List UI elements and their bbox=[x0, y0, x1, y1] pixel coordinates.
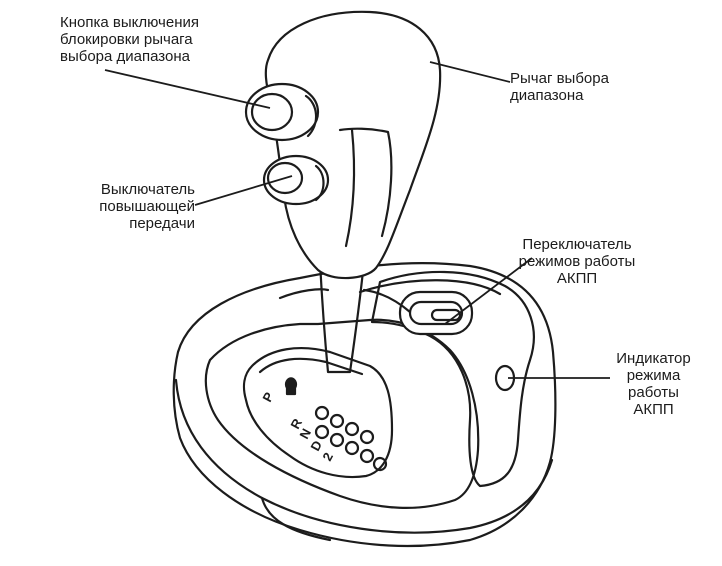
label-mode-indicator: Индикатор режима работы АКПП bbox=[616, 350, 691, 418]
lever-stem bbox=[318, 260, 366, 374]
gate-lamp-4 bbox=[359, 429, 375, 445]
label-lock-release-button: Кнопка выключения блокировки рычага выбо… bbox=[60, 14, 199, 65]
gate-lamp-7 bbox=[344, 440, 360, 456]
console-inner-tray bbox=[204, 318, 480, 509]
leader-mode-switch bbox=[444, 257, 533, 325]
gate-lamp-2 bbox=[329, 413, 345, 429]
label-overdrive-switch: Выключатель повышающей передачи bbox=[99, 181, 195, 232]
gate-lamp-5 bbox=[314, 424, 330, 440]
lock-release-button[interactable] bbox=[244, 82, 320, 142]
leader-lever bbox=[429, 61, 511, 83]
lock-icon bbox=[284, 377, 298, 396]
lever-boot bbox=[278, 288, 412, 314]
mode-switch-slot bbox=[430, 308, 462, 322]
gate-lamp-1 bbox=[314, 405, 330, 421]
overdrive-switch-top bbox=[266, 161, 304, 195]
lock-release-button-top bbox=[250, 92, 294, 132]
mode-switch-housing bbox=[370, 270, 535, 488]
console-rim bbox=[174, 378, 554, 534]
leader-overdrive bbox=[194, 175, 293, 206]
gate-lamp-6 bbox=[329, 432, 345, 448]
leader-lock-button bbox=[104, 69, 271, 109]
label-mode-switch: Переключатель режимов работы АКПП bbox=[518, 236, 636, 287]
gate-lamp-3 bbox=[344, 421, 360, 437]
gate-slot-plate bbox=[242, 346, 394, 479]
label-range-lever: Рычаг выбора диапазона bbox=[510, 70, 609, 104]
gate-lamp-9 bbox=[372, 456, 388, 472]
gate-lamp-8 bbox=[359, 448, 375, 464]
